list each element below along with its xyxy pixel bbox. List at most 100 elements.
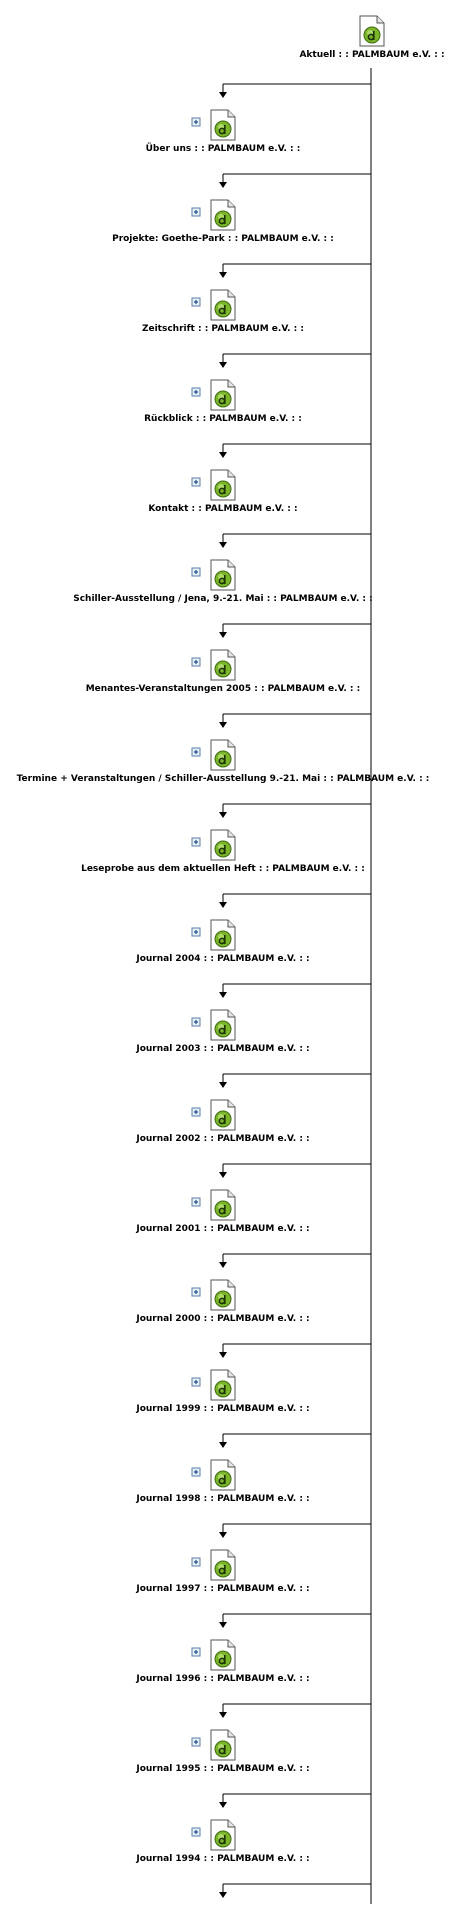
arrow-down-icon — [219, 722, 227, 728]
arrow-down-icon — [219, 1622, 227, 1628]
expand-node-button[interactable] — [191, 1377, 201, 1387]
arrow-down-icon — [219, 452, 227, 458]
page-label[interactable]: Journal 1994 : : PALMBAUM e.V. : : — [135, 1854, 309, 1864]
page-label[interactable]: Projekte: Goethe-Park : : PALMBAUM e.V. … — [112, 234, 334, 244]
expand-node-button[interactable] — [191, 657, 201, 667]
page-icon[interactable] — [210, 1639, 236, 1671]
page-label[interactable]: Journal 2001 : : PALMBAUM e.V. : : — [135, 1224, 309, 1234]
arrow-down-icon — [219, 362, 227, 368]
expand-node-button[interactable] — [191, 747, 201, 757]
arrow-down-icon — [219, 812, 227, 818]
expand-node-button[interactable] — [191, 1647, 201, 1657]
expand-node-button[interactable] — [191, 117, 201, 127]
expand-node-button[interactable] — [191, 1287, 201, 1297]
arrow-down-icon — [219, 542, 227, 548]
root-page-label[interactable]: Aktuell : : PALMBAUM e.V. : : — [299, 50, 444, 60]
page-icon[interactable] — [210, 1549, 236, 1581]
expand-node-button[interactable] — [191, 1557, 201, 1567]
expand-node-button[interactable] — [191, 567, 201, 577]
expand-node-button[interactable] — [191, 1107, 201, 1117]
branch-connector — [219, 443, 371, 458]
page-icon[interactable] — [210, 829, 236, 861]
branch-connector — [219, 1703, 371, 1718]
expand-node-button[interactable] — [191, 387, 201, 397]
page-icon[interactable] — [210, 199, 236, 231]
expand-node-button[interactable] — [191, 837, 201, 847]
branch-connector — [219, 623, 371, 638]
page-icon[interactable] — [210, 559, 236, 591]
page-icon[interactable] — [210, 1819, 236, 1851]
arrow-down-icon — [219, 1802, 227, 1808]
page-icon[interactable] — [210, 109, 236, 141]
branch-connector — [219, 713, 371, 728]
branch-connector — [219, 1613, 371, 1628]
page-label[interactable]: Rückblick : : PALMBAUM e.V. : : — [144, 414, 302, 424]
page-label[interactable]: Kontakt : : PALMBAUM e.V. : : — [148, 504, 297, 514]
page-icon[interactable] — [210, 1459, 236, 1491]
expand-node-button[interactable] — [191, 477, 201, 487]
expand-node-button[interactable] — [191, 1737, 201, 1747]
arrow-down-icon — [219, 1172, 227, 1178]
arrow-down-icon — [219, 182, 227, 188]
page-label[interactable]: Journal 2002 : : PALMBAUM e.V. : : — [135, 1134, 309, 1144]
page-label[interactable]: Journal 1997 : : PALMBAUM e.V. : : — [135, 1584, 309, 1594]
expand-node-button[interactable] — [191, 1827, 201, 1837]
page-icon[interactable] — [210, 739, 236, 771]
branch-connector — [219, 983, 371, 998]
page-icon[interactable] — [210, 1189, 236, 1221]
branch-connector — [219, 353, 371, 368]
page-icon[interactable] — [210, 1729, 236, 1761]
branch-connector — [219, 1253, 371, 1268]
page-label[interactable]: Termine + Veranstaltungen / Schiller-Aus… — [17, 774, 430, 784]
expand-node-button[interactable] — [191, 297, 201, 307]
arrow-down-icon — [219, 272, 227, 278]
arrow-down-icon — [219, 1082, 227, 1088]
expand-node-button[interactable] — [191, 1467, 201, 1477]
page-label[interactable]: Journal 1999 : : PALMBAUM e.V. : : — [135, 1404, 309, 1414]
branch-connector — [219, 1883, 371, 1898]
page-icon[interactable] — [210, 1009, 236, 1041]
page-icon[interactable] — [210, 1099, 236, 1131]
arrow-down-icon — [219, 1712, 227, 1718]
arrow-down-icon — [219, 1532, 227, 1538]
page-icon[interactable] — [210, 1369, 236, 1401]
page-icon[interactable] — [210, 289, 236, 321]
page-label[interactable]: Journal 2004 : : PALMBAUM e.V. : : — [135, 954, 309, 964]
branch-connector — [219, 1433, 371, 1448]
page-label[interactable]: Schiller-Ausstellung / Jena, 9.-21. Mai … — [73, 594, 373, 604]
page-label[interactable]: Journal 2000 : : PALMBAUM e.V. : : — [135, 1314, 309, 1324]
page-icon[interactable] — [210, 469, 236, 501]
branch-connector — [219, 533, 371, 548]
page-icon[interactable] — [210, 649, 236, 681]
arrow-down-icon — [219, 1262, 227, 1268]
page-label[interactable]: Journal 1995 : : PALMBAUM e.V. : : — [135, 1764, 309, 1774]
page-icon[interactable] — [210, 1279, 236, 1311]
page-label[interactable]: Zeitschrift : : PALMBAUM e.V. : : — [142, 324, 304, 334]
arrow-down-icon — [219, 1892, 227, 1898]
page-label[interactable]: Menantes-Veranstaltungen 2005 : : PALMBA… — [86, 684, 361, 694]
branch-connector — [219, 1163, 371, 1178]
page-icon[interactable] — [210, 919, 236, 951]
expand-node-button[interactable] — [191, 1017, 201, 1027]
branch-connector — [219, 263, 371, 278]
arrow-down-icon — [219, 632, 227, 638]
branch-connector — [219, 1073, 371, 1088]
page-label[interactable]: Journal 1996 : : PALMBAUM e.V. : : — [135, 1674, 309, 1684]
page-label[interactable]: Journal 2003 : : PALMBAUM e.V. : : — [135, 1044, 309, 1054]
branch-connector — [219, 803, 371, 818]
branch-connector — [219, 893, 371, 908]
arrow-down-icon — [219, 902, 227, 908]
arrow-down-icon — [219, 992, 227, 998]
branch-connector — [219, 1343, 371, 1358]
page-label[interactable]: Über uns : : PALMBAUM e.V. : : — [146, 143, 301, 154]
expand-node-button[interactable] — [191, 1197, 201, 1207]
expand-node-button[interactable] — [191, 927, 201, 937]
page-label[interactable]: Leseprobe aus dem aktuellen Heft : : PAL… — [81, 864, 365, 874]
page-label[interactable]: Journal 1998 : : PALMBAUM e.V. : : — [135, 1494, 309, 1504]
page-icon[interactable] — [210, 379, 236, 411]
expand-node-button[interactable] — [191, 207, 201, 217]
root-page-icon[interactable] — [359, 15, 385, 47]
arrow-down-icon — [219, 1352, 227, 1358]
